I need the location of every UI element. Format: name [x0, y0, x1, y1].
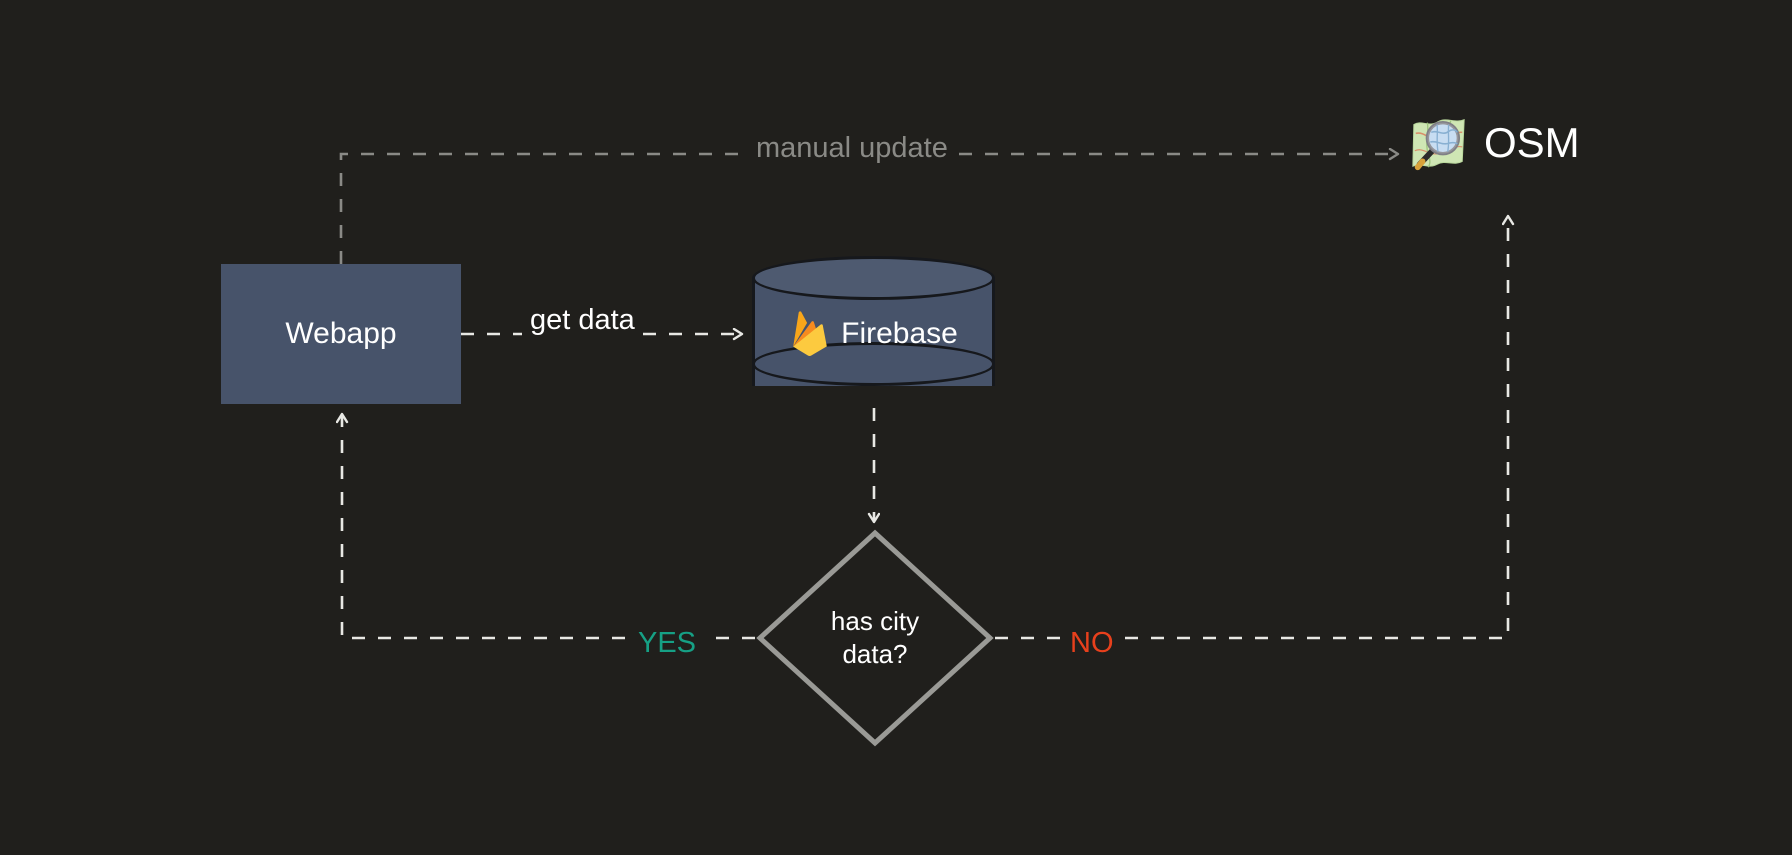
- cylinder-top-ellipse: [752, 256, 995, 300]
- edge-label-no: NO: [1062, 627, 1122, 660]
- edge-label-manual-update: manual update: [748, 132, 956, 165]
- node-webapp-label: Webapp: [285, 317, 397, 350]
- edge-decision-no: [995, 216, 1508, 640]
- node-osm-label: OSM: [1484, 119, 1580, 166]
- osm-map-magnifier-icon: [1412, 118, 1465, 171]
- node-osm[interactable]: OSM: [1408, 112, 1580, 174]
- firebase-flame-icon: [793, 311, 827, 357]
- edge-manual-update: [339, 154, 1398, 264]
- node-decision-label-line1: has city: [830, 605, 920, 636]
- node-webapp[interactable]: Webapp: [221, 264, 461, 404]
- node-firebase[interactable]: Firebase: [752, 256, 995, 408]
- edge-label-yes: YES: [630, 627, 705, 660]
- node-firebase-label: Firebase: [841, 317, 958, 350]
- edge-decision-yes: [342, 414, 755, 640]
- cylinder-bottom-ellipse: [752, 342, 995, 386]
- edge-label-get-data: get data: [522, 304, 643, 337]
- node-decision[interactable]: has city data?: [755, 528, 995, 748]
- node-decision-label: has city data?: [755, 528, 995, 748]
- node-decision-label-line2: data?: [842, 639, 908, 669]
- node-firebase-content: Firebase: [752, 292, 995, 376]
- diamond-shape: [756, 529, 994, 747]
